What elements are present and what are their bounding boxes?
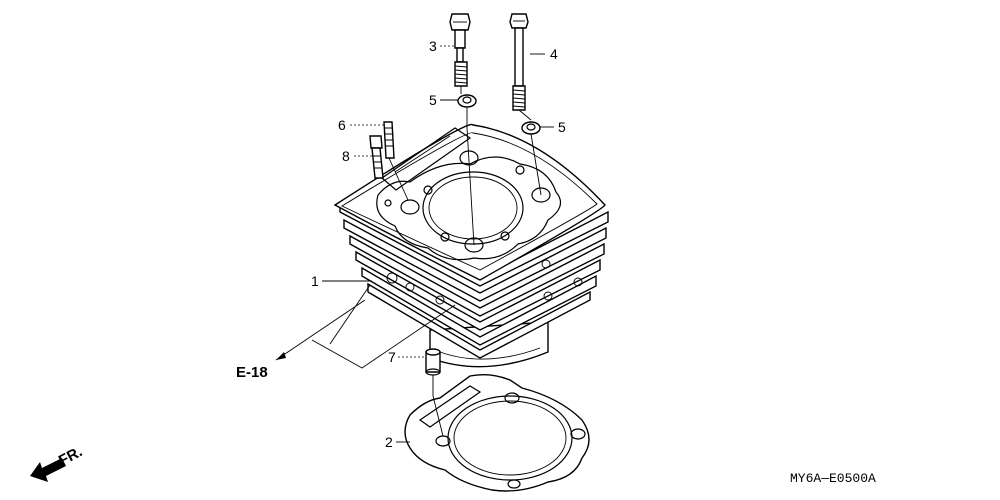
callout-6: 6: [338, 117, 346, 133]
washer-part-5-left: [457, 94, 477, 108]
dowel-part-6: [383, 121, 395, 159]
callout-7: 7: [388, 349, 396, 365]
base-gasket-part-2: [404, 373, 590, 492]
callout-5-right: 5: [558, 119, 566, 135]
cylinder-block: [333, 123, 609, 368]
reference-e18-label: E-18: [236, 364, 268, 381]
washer-part-5-right: [521, 121, 541, 135]
bolt-part-8: [369, 135, 384, 179]
front-direction-arrow: [30, 458, 66, 482]
dowel-pin-part-7: [425, 348, 441, 376]
callout-2: 2: [385, 434, 393, 450]
leader-lines: [275, 45, 554, 443]
stud-part-4: [509, 13, 529, 111]
callout-5-left: 5: [429, 92, 437, 108]
callout-1: 1: [311, 273, 319, 289]
callout-3: 3: [429, 38, 437, 54]
callout-4: 4: [550, 46, 558, 62]
callout-8: 8: [342, 148, 350, 164]
bolt-part-3: [449, 13, 471, 87]
diagram-code: MY6A—E0500A: [790, 471, 876, 486]
